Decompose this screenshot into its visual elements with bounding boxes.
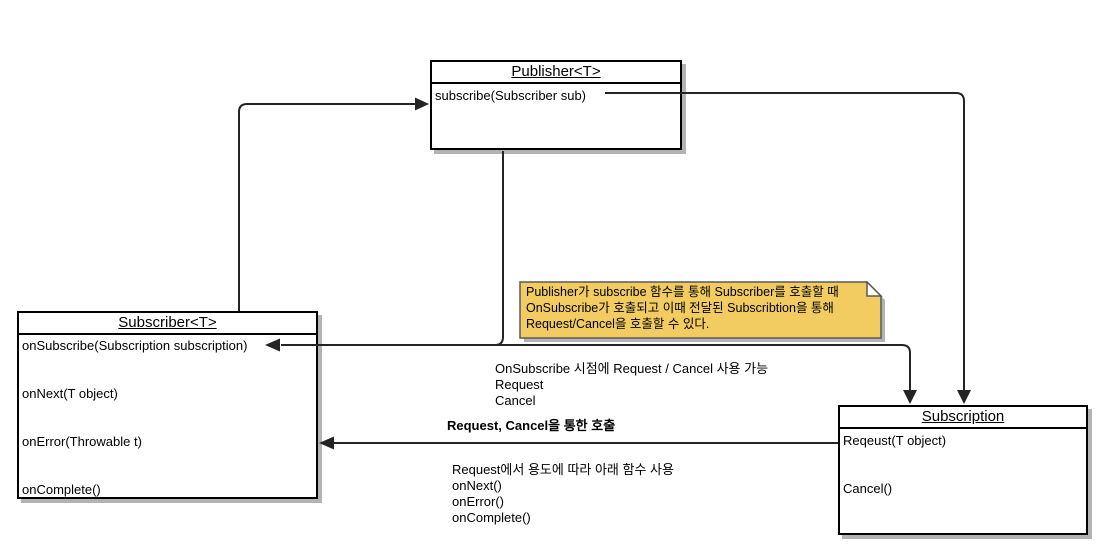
- publisher-class-title: Publisher<T>: [432, 62, 680, 84]
- annotation-onsubscribe-usage: OnSubscribe 시점에 Request / Cancel 사용 가능 R…: [495, 361, 769, 408]
- publisher-class-box: Publisher<T> subscribe(Subscriber sub): [430, 60, 682, 150]
- subscription-method-cancel: Cancel(): [843, 481, 893, 496]
- arrowhead-into-subscription-right-icon: [957, 390, 971, 404]
- subscriber-class-box: Subscriber<T> onSubscribe(Subscription s…: [17, 311, 318, 499]
- subscriber-method-onsubscribe: onSubscribe(Subscription subscription): [22, 338, 248, 353]
- sticky-note-text: Publisher가 subscribe 함수를 통해 Subscriber를 …: [526, 285, 839, 331]
- connector-subscriber-to-publisher: [238, 103, 416, 311]
- annotation-request-usage: Request에서 용도에 따라 아래 함수 사용 onNext() onErr…: [452, 462, 674, 525]
- subscription-method-request: Reqeust(T object): [843, 433, 947, 448]
- subscriber-method-oncomplete: onComplete(): [22, 482, 101, 497]
- subscriber-method-onnext: onNext(T object): [22, 386, 118, 401]
- subscription-class-title: Subscription: [840, 407, 1086, 429]
- sticky-note-fold-icon: [866, 280, 883, 297]
- subscription-class-box: Subscription Reqeust(T object) Cancel(): [838, 405, 1088, 535]
- annotation-request-cancel-call: Request, Cancel을 통한 호출: [447, 418, 616, 433]
- arrowhead-into-onerror-icon: [319, 436, 334, 450]
- arrowhead-into-publisher-icon: [415, 97, 429, 111]
- arrowhead-into-subscription-left-icon: [903, 390, 917, 404]
- sticky-note: Publisher가 subscribe 함수를 통해 Subscriber를 …: [519, 280, 885, 343]
- publisher-method-subscribe: subscribe(Subscriber sub): [435, 88, 587, 103]
- subscriber-method-onerror: onError(Throwable t): [22, 434, 142, 449]
- subscriber-class-title: Subscriber<T>: [19, 313, 316, 335]
